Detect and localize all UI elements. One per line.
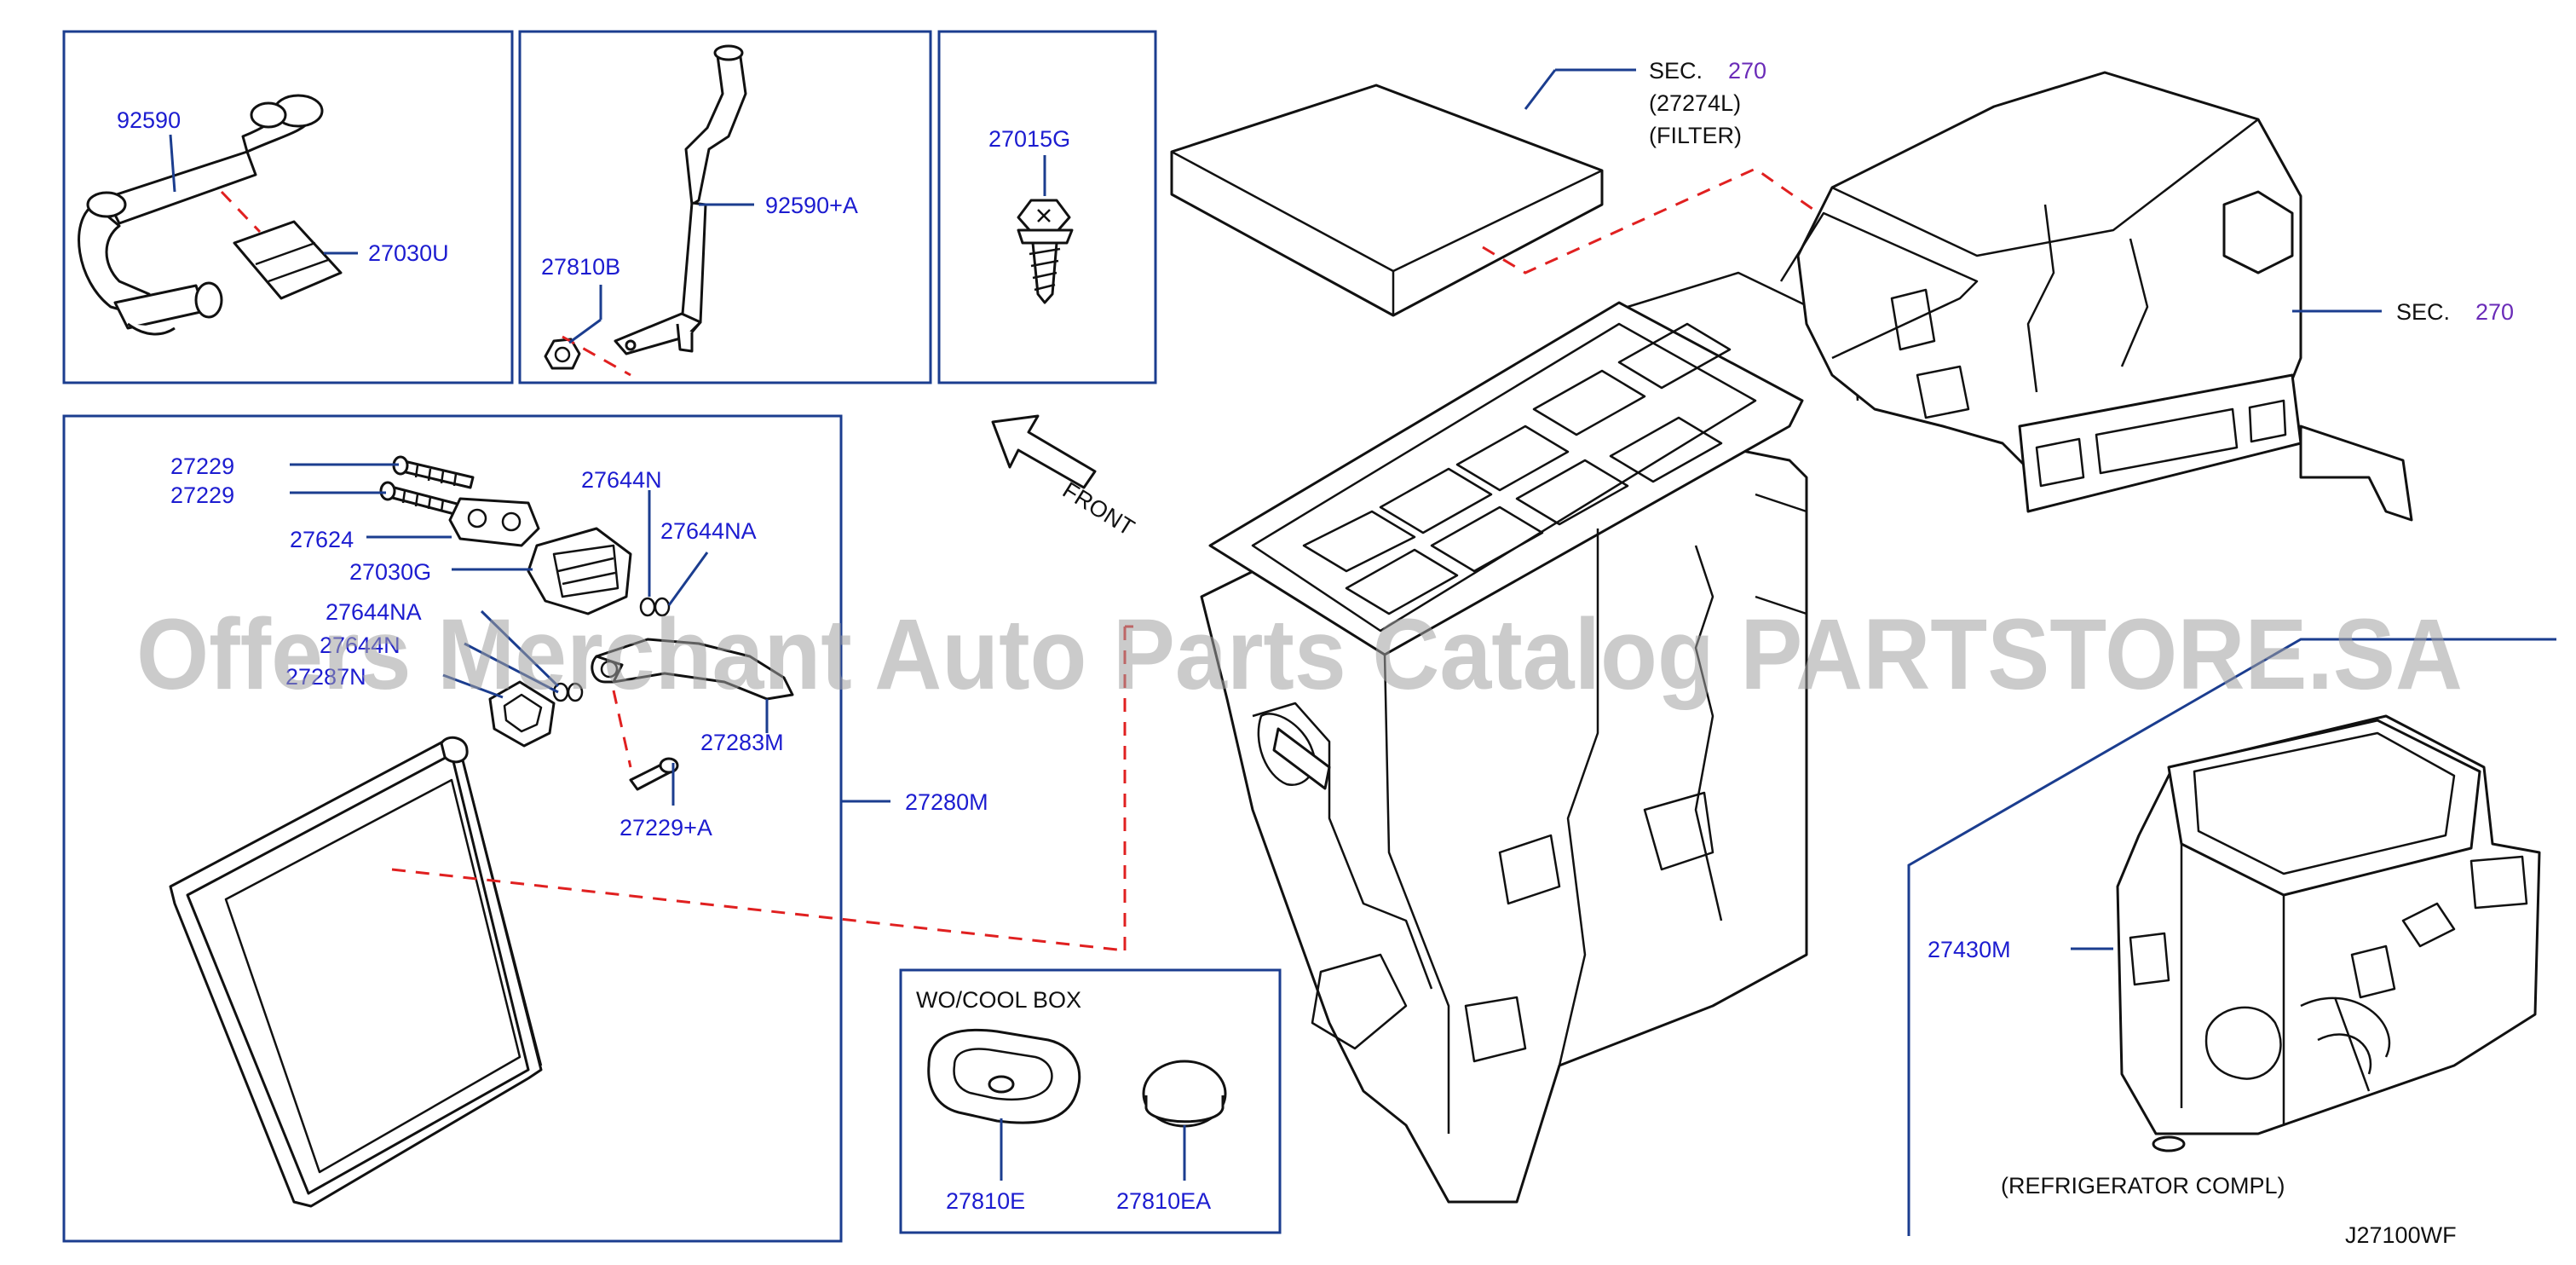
panel-e-frame <box>899 968 1282 1234</box>
panel-a-frame <box>62 30 514 384</box>
label-92590-a: 92590+A <box>765 193 858 218</box>
screw-drawing <box>1017 199 1074 304</box>
refrigerator-name: (REFRIGERATOR COMPL) <box>2001 1173 2285 1199</box>
front-arrow-icon <box>991 414 1097 489</box>
evaporator-drawing <box>169 736 543 1208</box>
label-27644NA-2: 27644NA <box>326 599 422 625</box>
valve-27030G-drawing <box>527 527 632 615</box>
drain-hose-drawing <box>614 44 747 355</box>
diagram-code: J27100WF <box>2345 1222 2457 1248</box>
panel-e-title: WO/COOL BOX <box>916 987 1081 1013</box>
label-27280M: 27280M <box>905 789 988 815</box>
label-27644N-1: 27644N <box>581 467 662 493</box>
hvac-housing-drawing <box>1200 271 1859 1204</box>
heater-pipe-drawing <box>78 94 324 336</box>
filter-sec-num: 270 <box>1728 58 1766 84</box>
watermark-text: Offers Merchant Auto Parts Catalog PARTS… <box>136 598 2463 711</box>
label-27030G: 27030G <box>349 559 431 585</box>
label-27810B: 27810B <box>541 254 620 280</box>
label-27287N: 27287N <box>285 664 366 690</box>
refrigerator-unit-drawing <box>2116 714 2541 1152</box>
bolt-27229-a-drawing <box>629 757 679 791</box>
gasket-27287N-drawing <box>488 680 556 748</box>
grommet-27810B-drawing <box>544 338 581 370</box>
label-27015G: 27015G <box>988 126 1070 152</box>
panel-c-frame <box>937 30 1157 384</box>
filter-sec-text: SEC. <box>1649 58 1703 84</box>
pipe-flange-27283M-drawing <box>591 638 794 701</box>
label-27030U: 27030U <box>368 240 449 266</box>
label-27229-a: 27229+A <box>620 815 712 840</box>
label-92590: 92590 <box>117 107 181 133</box>
filter-name: (FILTER) <box>1649 123 1742 148</box>
label-27283M: 27283M <box>700 730 784 755</box>
label-27229-1: 27229 <box>170 453 234 479</box>
front-label: FRONT <box>1058 477 1139 541</box>
grommet-27810E-drawing <box>927 1028 1081 1124</box>
refrigerator-part-number: 27430M <box>1928 937 2011 962</box>
label-27810EA: 27810EA <box>1116 1188 1211 1214</box>
blower-unit-drawing <box>1779 71 2413 522</box>
label-27229-2: 27229 <box>170 482 234 508</box>
cabin-filter-drawing <box>1170 84 1604 317</box>
o-rings-drawing <box>552 597 671 702</box>
label-27624: 27624 <box>290 527 354 552</box>
panel-d-frame <box>62 414 843 1243</box>
block-27624-drawing <box>448 497 540 547</box>
sec-right-num: 270 <box>2475 299 2514 325</box>
pipe-clip-drawing <box>233 220 343 300</box>
sec-right-text: SEC. <box>2396 299 2450 325</box>
cap-27810EA-drawing <box>1142 1060 1227 1128</box>
label-27644N-2: 27644N <box>320 632 401 658</box>
panel-b-frame <box>518 30 932 384</box>
label-27810E: 27810E <box>946 1188 1025 1214</box>
label-27644NA-1: 27644NA <box>660 518 757 544</box>
filter-part-number: (27274L) <box>1649 90 1741 116</box>
